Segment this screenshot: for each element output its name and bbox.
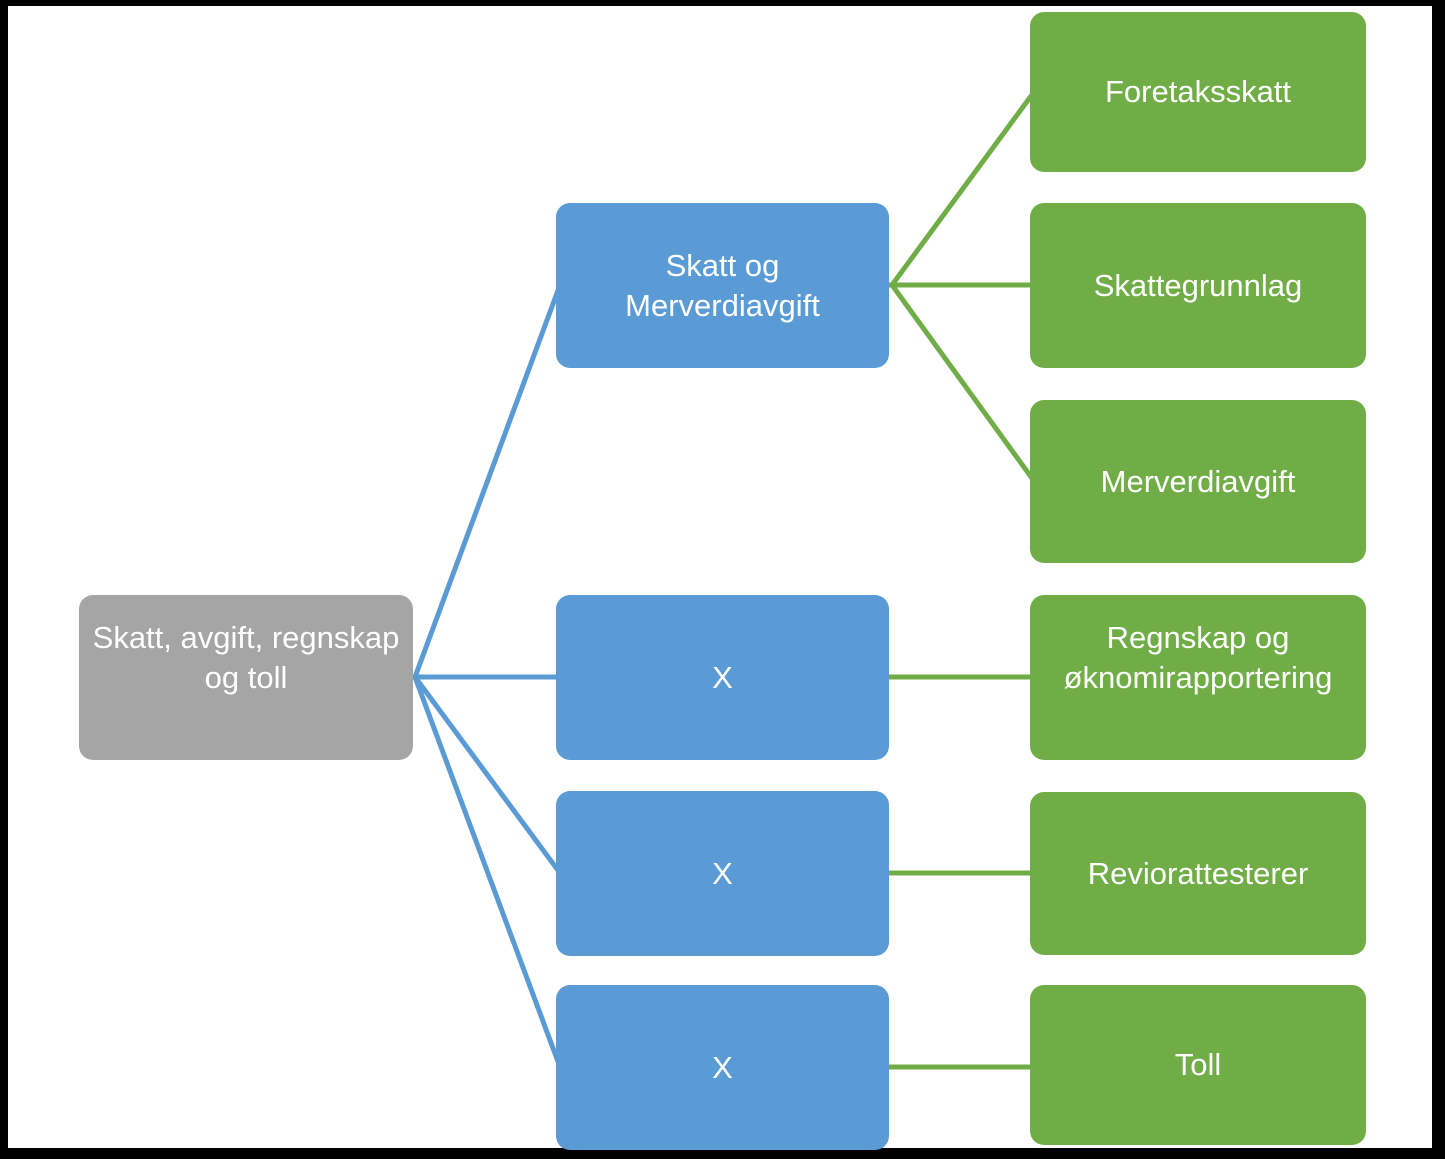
node-label: X: [712, 1049, 733, 1085]
edge-l2-0-l3-2: [889, 283, 1037, 483]
node-foretaksskatt: Foretaksskatt: [1030, 12, 1366, 172]
node-label: X: [712, 659, 733, 695]
node-label: Reviorattesterer: [1087, 855, 1309, 891]
node-label: Toll: [1174, 1047, 1222, 1082]
node-x-2: X: [556, 791, 889, 956]
node-x-1: X: [556, 595, 889, 760]
edge-l2-0-l3-0: [889, 90, 1037, 287]
edge-root-l2-2: [412, 675, 563, 875]
node-root-label: Skatt, avgift, regnskap og toll: [92, 619, 400, 695]
node-reviorattesterer: Reviorattesterer: [1030, 792, 1366, 955]
node-label: Merverdiavgift: [1100, 463, 1296, 499]
node-root: Skatt, avgift, regnskap og toll: [79, 595, 413, 760]
node-label: Skatt og Merverdiavgift: [625, 247, 820, 323]
edge-root-l2-3: [412, 676, 563, 1068]
node-skattegrunnlag: Skattegrunnlag: [1030, 203, 1366, 368]
node-skatt-og-merverdiavgift: Skatt og Merverdiavgift: [556, 203, 889, 368]
node-label: X: [712, 855, 733, 891]
canvas-background: [8, 6, 1432, 1148]
node-merverdiavgift: Merverdiavgift: [1030, 400, 1366, 563]
edge-root-l2-0: [412, 284, 563, 678]
node-regnskap-og-oknomirapportering: Regnskap og øknomirapportering: [1030, 595, 1366, 760]
node-toll: Toll: [1030, 985, 1366, 1145]
node-label: Skattegrunnlag: [1093, 267, 1303, 303]
node-label: Foretaksskatt: [1104, 74, 1292, 109]
node-label: Regnskap og øknomirapportering: [1063, 619, 1333, 695]
node-x-3: X: [556, 985, 889, 1150]
